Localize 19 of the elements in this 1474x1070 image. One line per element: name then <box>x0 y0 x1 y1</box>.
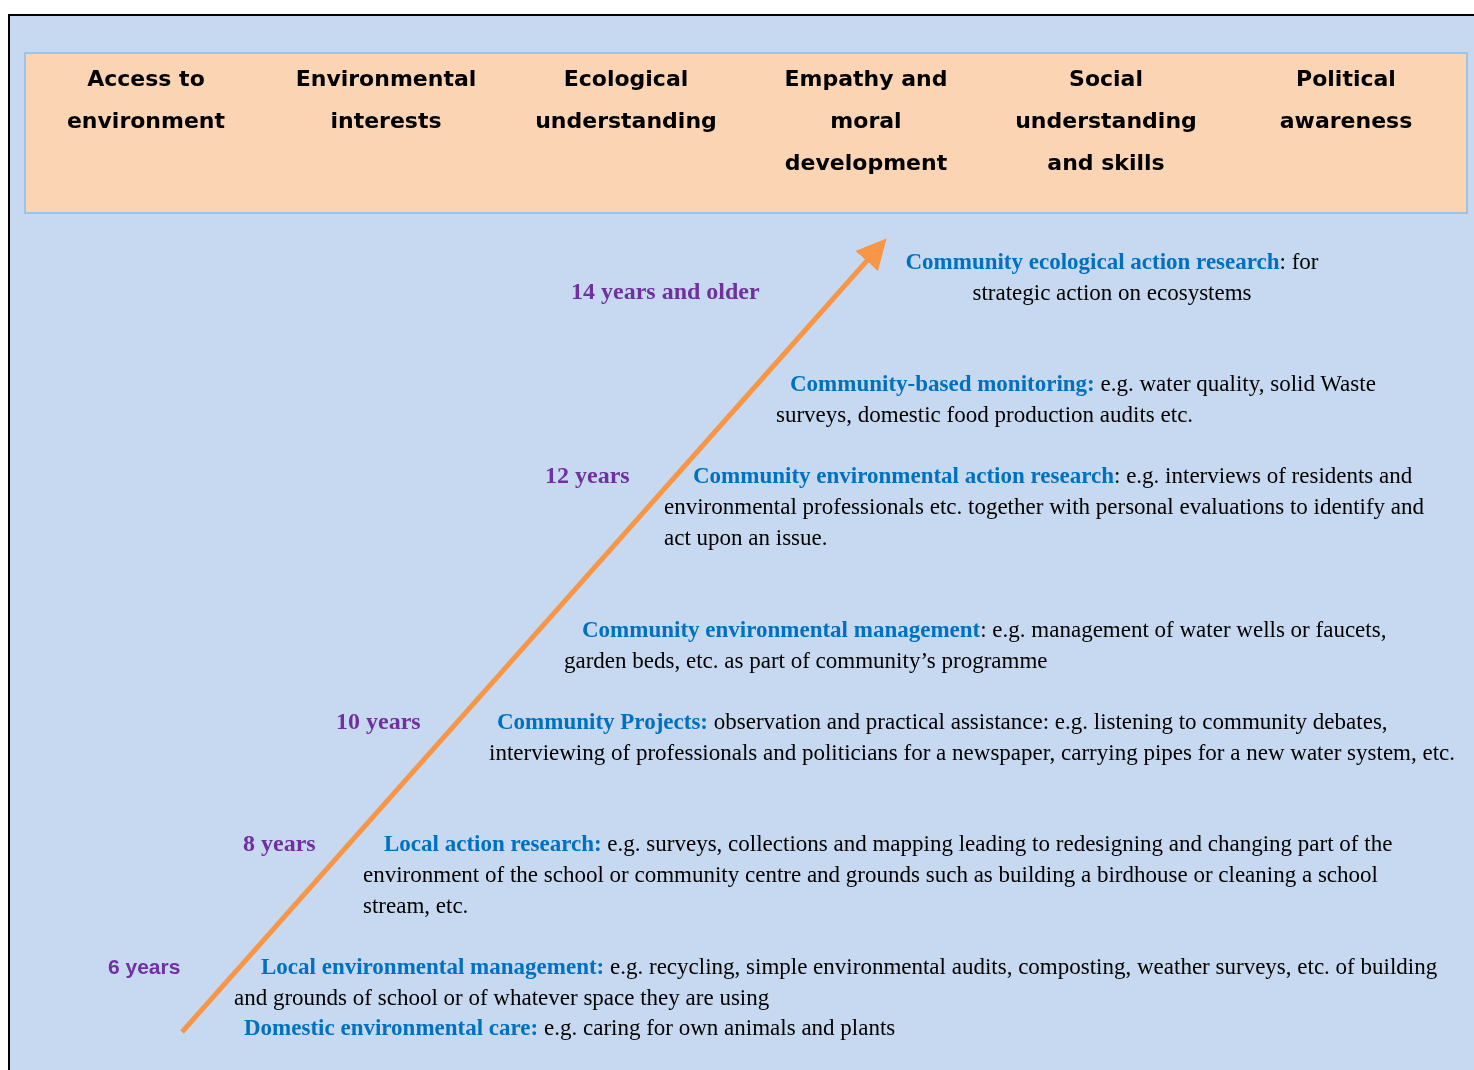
header-band <box>24 52 1468 214</box>
column-heading: Environmental interests <box>294 65 478 135</box>
age-label: 10 years <box>336 707 421 736</box>
activity-description: Community environmental management: e.g. management of water wells or faucets, garden beds, etc. as part of community’s programme <box>564 616 1388 675</box>
column-heading: Access to environment <box>65 65 227 135</box>
column-heading: Political awareness <box>1278 65 1414 135</box>
activity-description: Local action research: e.g. surveys, collections and mapping leading to redesigning and changing part of the environment of the school or community centre and grounds such as building a birdhouse or cleaning a school stream, etc. <box>363 830 1394 920</box>
age-label: 14 years and older <box>571 277 760 306</box>
activity-description: Community ecological action research: for strategic action on ecosystems <box>904 248 1320 307</box>
column-heading: Empathy and moral development <box>783 65 949 177</box>
column-heading: Ecological understanding <box>534 65 718 135</box>
column-heading: Social understanding and skills <box>1014 65 1198 177</box>
age-label: 8 years <box>243 829 316 858</box>
activity-description: Community-based monitoring: e.g. water quality, solid Waste surveys, domestic food production audits etc. <box>776 370 1377 429</box>
activity-description: Community environmental action research: e.g. interviews of residents and environmental professionals etc. together with personal evaluations to identify and act upon an issue. <box>664 462 1426 552</box>
age-label: 12 years <box>545 461 630 490</box>
activity-description: Community Projects: observation and practical assistance: e.g. listening to community debates, interviewing of professionals and politicians for a newspaper, carrying pipes for a new water system, etc. <box>489 708 1457 767</box>
age-label: 6 years <box>108 954 181 980</box>
activity-description: Domestic environmental care: e.g. caring for own animals and plants <box>244 1014 897 1042</box>
